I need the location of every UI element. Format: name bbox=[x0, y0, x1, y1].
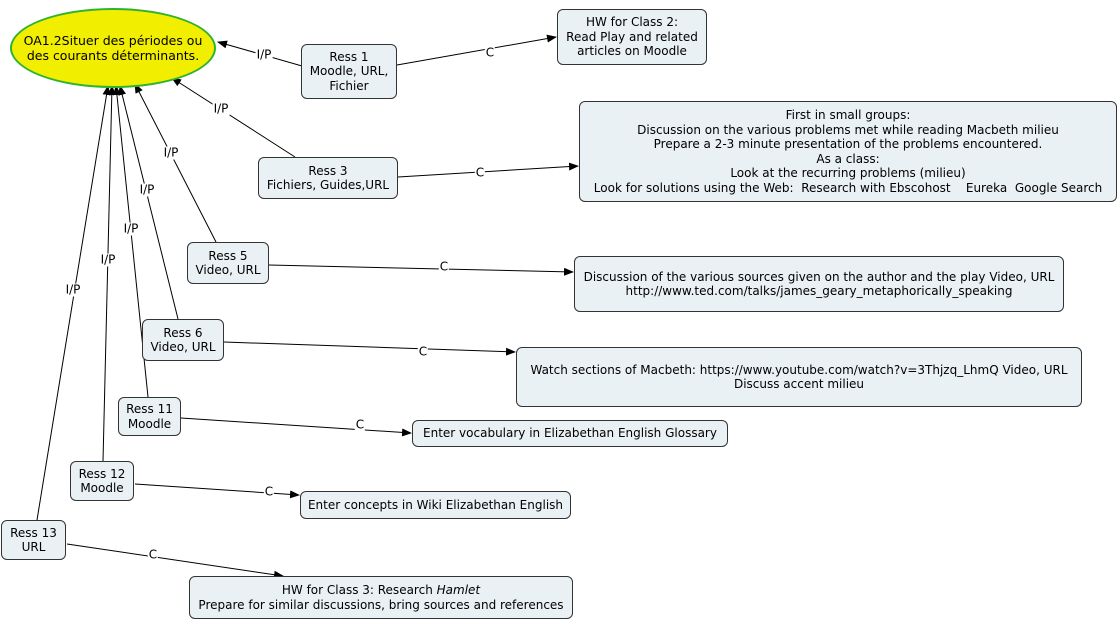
edge-ress12-wiki bbox=[134, 483, 300, 499]
edge-label-c: C bbox=[474, 165, 486, 180]
edge-ress6-root bbox=[118, 85, 179, 320]
node-ress-5[interactable]: Ress 5 Video, URL bbox=[187, 242, 269, 284]
node-text-line: Enter concepts in Wiki Elizabethan Engli… bbox=[307, 497, 564, 512]
node-text-line: http://www.ted.com/talks/james_geary_met… bbox=[625, 284, 1013, 298]
node-title: Ress 6 bbox=[163, 325, 203, 340]
edge-label-ip: I/P bbox=[64, 282, 82, 297]
node-text-line: Discussion on the various problems met w… bbox=[637, 122, 1059, 137]
node-detail: Video, URL bbox=[195, 263, 261, 277]
edge-label-c: C bbox=[147, 547, 159, 562]
edge-ress3-root bbox=[171, 77, 296, 158]
edge-label-c: C bbox=[354, 417, 366, 432]
root-concept[interactable]: OA1.2Situer des périodes ou des courants… bbox=[10, 8, 216, 88]
node-ress-11[interactable]: Ress 11 Moodle bbox=[118, 397, 181, 436]
node-text-line: Watch sections of Macbeth: https://www.y… bbox=[530, 362, 1068, 377]
node-title: Ress 11 bbox=[126, 402, 173, 416]
edge-ress13-hw3 bbox=[66, 543, 284, 579]
edge-label-c: C bbox=[263, 484, 275, 499]
edge-label-ip: I/P bbox=[138, 182, 156, 197]
node-ress-3[interactable]: Ress 3 Fichiers, Guides,URL bbox=[258, 157, 398, 199]
edge-ress3-groups bbox=[397, 162, 579, 178]
edge-label-ip: I/P bbox=[99, 252, 117, 267]
root-concept-line: OA1.2Situer des périodes ou bbox=[23, 33, 203, 48]
node-title: Ress 13 bbox=[10, 525, 57, 540]
root-concept-line: des courants déterminants. bbox=[26, 48, 200, 63]
edge-label-c: C bbox=[417, 344, 429, 359]
node-detail: Video, URL bbox=[150, 340, 216, 354]
edge-ress13-root bbox=[36, 85, 111, 521]
edge-ress5-sources bbox=[268, 264, 574, 276]
node-text-line: HW for Class 2: bbox=[585, 15, 679, 30]
node-text-line: Enter vocabulary in Elizabethan English … bbox=[423, 426, 717, 441]
node-text-line: Prepare a 2-3 minute presentation of the… bbox=[653, 137, 1043, 151]
node-hw-class-2[interactable]: HW for Class 2: Read Play and related ar… bbox=[557, 9, 707, 65]
node-title: Ress 12 bbox=[78, 466, 126, 481]
node-text-line: First in small groups: bbox=[785, 108, 911, 122]
node-watch-macbeth[interactable]: Watch sections of Macbeth: https://www.y… bbox=[516, 347, 1082, 407]
node-ress-1[interactable]: Ress 1 Moodle, URL, Fichier bbox=[301, 44, 397, 99]
node-detail: Fichier bbox=[329, 78, 369, 93]
hw3-italic-title: Hamlet bbox=[436, 583, 481, 597]
node-text-line: HW for Class 3: Research Hamlet bbox=[282, 583, 480, 598]
node-text-line: Look at the recurring problems (milieu) bbox=[730, 166, 966, 180]
edge-label-c: C bbox=[484, 45, 496, 60]
edge-ress12-root bbox=[102, 85, 116, 462]
node-detail: Fichiers, Guides,URL bbox=[266, 178, 390, 192]
node-text-line: Read Play and related bbox=[566, 29, 698, 44]
edge-ress1-hw2 bbox=[396, 34, 557, 66]
node-detail: URL bbox=[21, 540, 46, 554]
node-detail: Moodle bbox=[127, 416, 172, 431]
node-text-line: Look for solutions using the Web: Resear… bbox=[593, 180, 1103, 195]
node-text-line: Prepare for similar discussions, bring s… bbox=[198, 597, 564, 612]
node-detail: Moodle bbox=[80, 481, 124, 495]
edge-label-ip: I/P bbox=[255, 47, 273, 62]
node-title: Ress 5 bbox=[208, 248, 248, 263]
edge-label-ip: I/P bbox=[162, 145, 180, 160]
node-text-line: Discussion of the various sources given … bbox=[583, 269, 1055, 284]
node-title: Ress 1 bbox=[329, 49, 369, 64]
node-detail: Moodle, URL, bbox=[309, 64, 389, 79]
edge-label-ip: I/P bbox=[122, 221, 140, 236]
node-ress-12[interactable]: Ress 12 Moodle bbox=[70, 461, 134, 501]
node-hw-class-3[interactable]: HW for Class 3: Research Hamlet Prepare … bbox=[189, 576, 573, 619]
hw3-prefix: HW for Class 3: Research bbox=[281, 583, 437, 597]
node-ress-13[interactable]: Ress 13 URL bbox=[1, 520, 66, 560]
edge-label-ip: I/P bbox=[212, 101, 230, 116]
edge-ress6-watch bbox=[223, 341, 516, 356]
node-title: Ress 3 bbox=[308, 163, 348, 178]
node-ress-6[interactable]: Ress 6 Video, URL bbox=[142, 319, 224, 361]
node-text-line: articles on Moodle bbox=[577, 44, 687, 59]
edge-ress11-vocab bbox=[180, 417, 412, 437]
edge-ress5-root bbox=[134, 83, 217, 243]
node-small-groups[interactable]: First in small groups: Discussion on the… bbox=[579, 101, 1117, 202]
edge-label-c: C bbox=[438, 259, 450, 274]
node-sources-discussion[interactable]: Discussion of the various sources given … bbox=[574, 256, 1064, 312]
node-wiki-concepts[interactable]: Enter concepts in Wiki Elizabethan Engli… bbox=[300, 491, 571, 519]
node-text-line: Discuss accent milieu bbox=[733, 377, 865, 391]
node-text-line: As a class: bbox=[816, 151, 880, 166]
node-vocab-glossary[interactable]: Enter vocabulary in Elizabethan English … bbox=[412, 420, 728, 447]
